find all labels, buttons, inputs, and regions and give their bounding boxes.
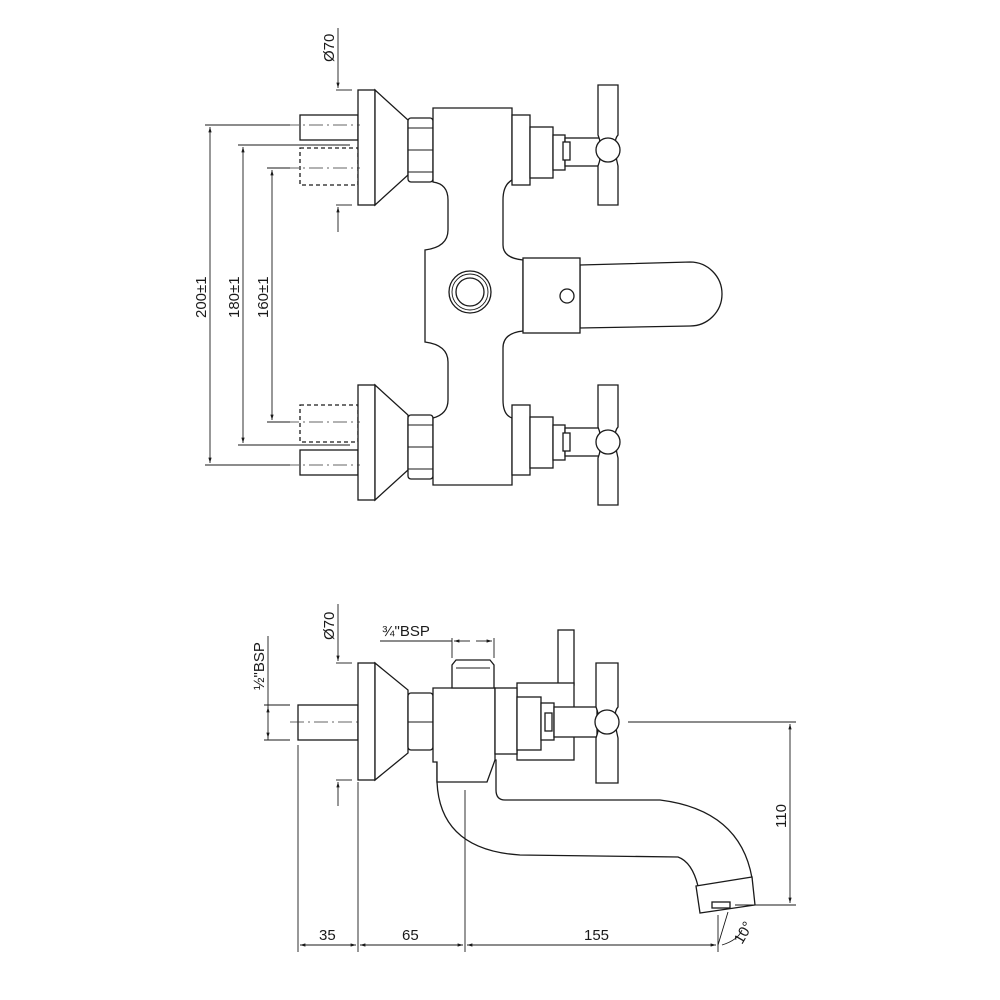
side-inlet-pipe xyxy=(297,704,359,741)
outlet-thread-callout: ¾"BSP xyxy=(380,623,495,658)
lower-wall-flange xyxy=(357,383,409,502)
dimension-155: 155 xyxy=(467,927,716,947)
diverter-lever xyxy=(522,257,723,334)
dimension-110: 110 xyxy=(628,721,796,906)
dimension-180-label: 180±1 xyxy=(226,276,243,318)
dimension-160-label: 160±1 xyxy=(255,276,272,318)
side-wall-flange xyxy=(357,661,409,782)
top-diameter-callout: Ø70 xyxy=(321,28,352,232)
upper-wall-flange xyxy=(357,88,409,207)
side-view: Ø70 ½"BSP xyxy=(251,604,796,952)
inlet-thread-label: ½"BSP xyxy=(251,642,268,690)
dimension-200: 200±1 xyxy=(193,124,290,466)
upper-inlet-pipe-alt xyxy=(299,147,359,186)
outlet-thread-label: ¾"BSP xyxy=(382,623,430,640)
side-diameter-label: Ø70 xyxy=(321,612,338,640)
side-hex-nut xyxy=(407,692,434,751)
top-view: Ø70 xyxy=(193,28,723,506)
lower-inlet-pipe xyxy=(299,449,359,476)
upper-inlet-pipe xyxy=(299,114,359,141)
lower-inlet-pipe-alt xyxy=(299,404,359,443)
outlet-port-inner xyxy=(455,277,485,307)
dimension-35: 35 xyxy=(300,927,356,947)
inlet-thread-callout: ½"BSP xyxy=(251,636,290,741)
upper-hex-nut xyxy=(407,117,434,183)
dimension-65: 65 xyxy=(360,927,463,947)
dimension-10-degrees: 10° xyxy=(721,919,757,947)
dimension-160: 160±1 xyxy=(255,167,290,423)
side-mixer-body xyxy=(432,687,496,783)
lower-cross-handle-valve xyxy=(511,384,621,506)
spout-angle-label: 10° xyxy=(731,919,757,947)
dimension-35-label: 35 xyxy=(319,927,336,944)
dimension-180: 180±1 xyxy=(226,144,350,446)
lower-hex-nut xyxy=(407,414,434,480)
dimension-65-label: 65 xyxy=(402,927,419,944)
side-diameter-callout: Ø70 xyxy=(321,604,352,806)
top-diameter-label: Ø70 xyxy=(321,34,338,62)
dimension-200-label: 200±1 xyxy=(193,276,210,318)
dimension-155-label: 155 xyxy=(584,927,609,944)
shower-outlet-fitting xyxy=(451,659,495,689)
upper-cross-handle-valve xyxy=(511,84,621,206)
side-valve-assembly xyxy=(494,629,620,784)
dimension-110-label: 110 xyxy=(773,804,790,828)
